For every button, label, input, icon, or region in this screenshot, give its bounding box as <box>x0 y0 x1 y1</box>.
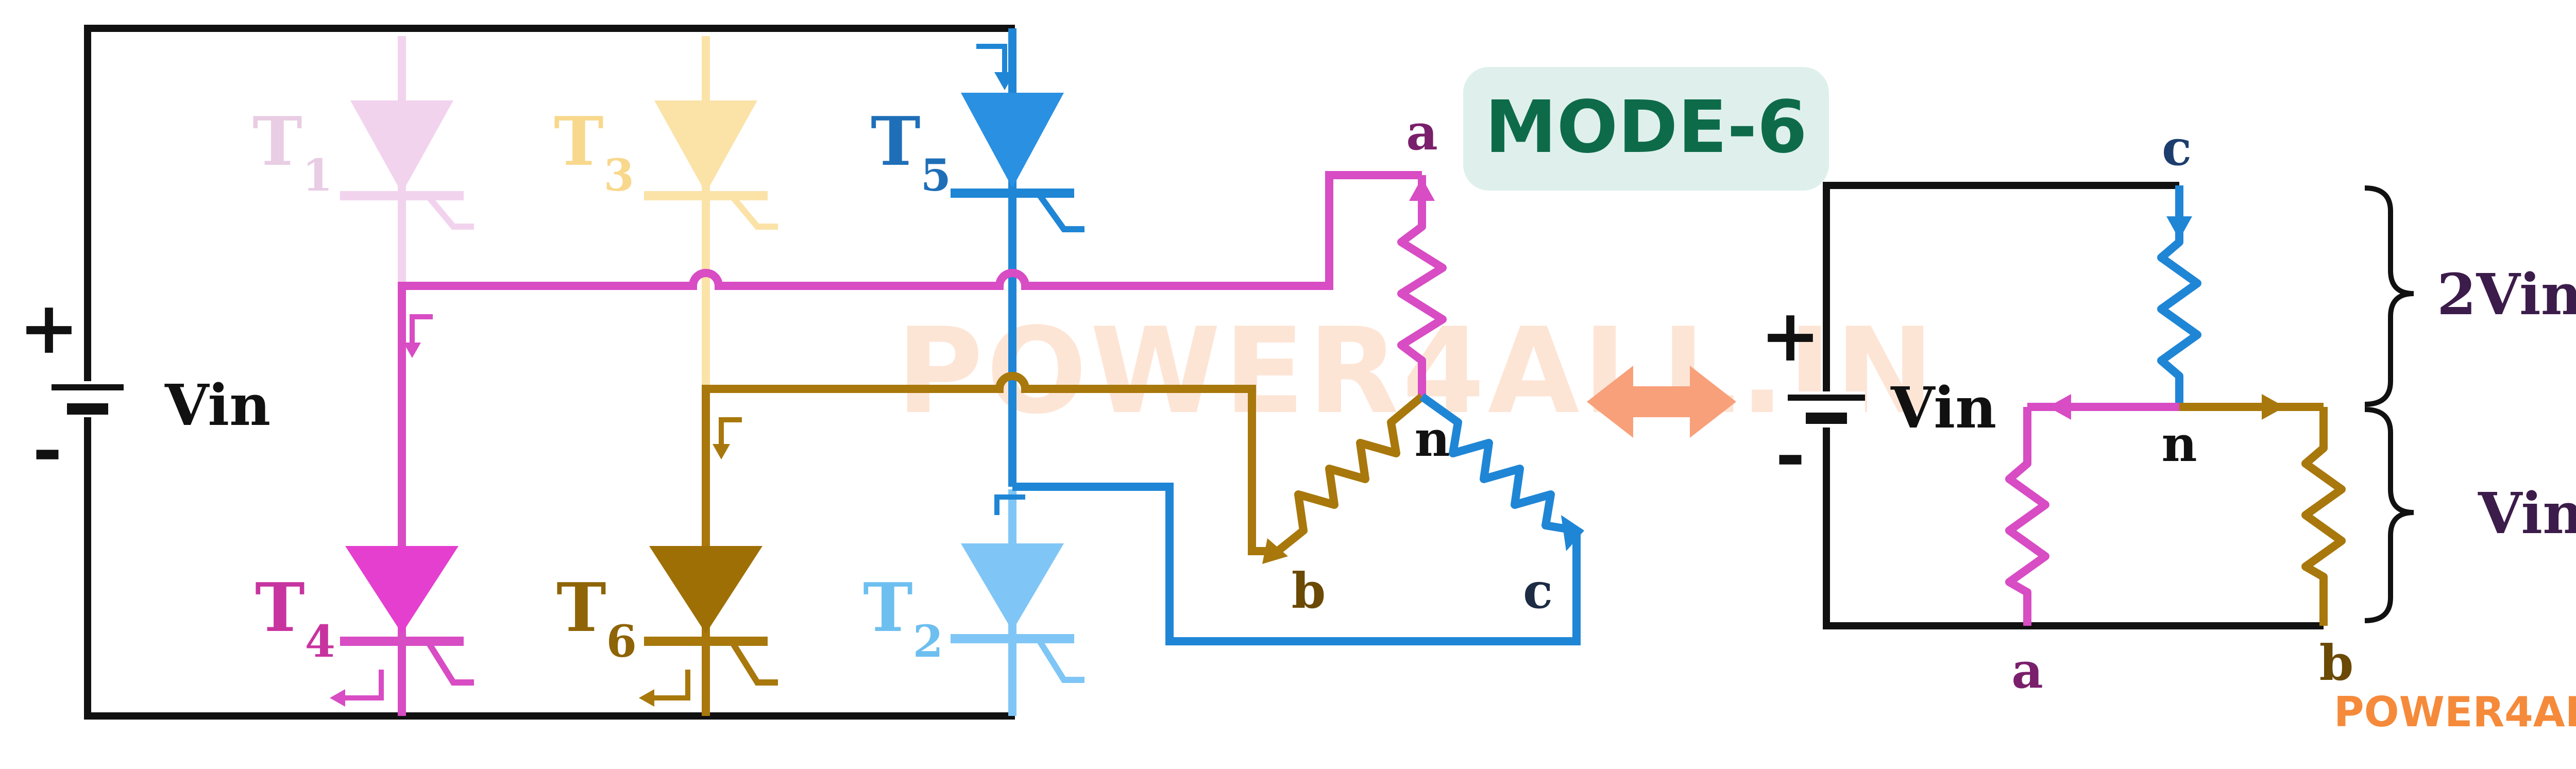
equivalent-circuit: + - Vin c n a b 2Vin/3 Vin/3 <box>1760 119 2576 699</box>
phase-a-wire <box>398 171 1422 290</box>
load-resistor-c <box>1419 393 1578 535</box>
thyristor-t5 <box>951 28 1084 487</box>
mode-label: MODE-6 <box>1485 86 1807 169</box>
equivalent-resistor-c <box>2157 185 2201 407</box>
battery-source <box>52 381 129 417</box>
thyristor-t4 <box>330 286 474 716</box>
phase-b-wire <box>702 372 1278 555</box>
battery-minus: - <box>32 407 62 491</box>
equivalent-node-b: b <box>2319 635 2353 692</box>
phase-c-wire <box>1012 483 1581 645</box>
node-label-b: b <box>1292 562 1326 620</box>
left-circuit: + - Vin <box>19 25 1584 720</box>
lower-voltage-label: Vin/3 <box>2478 480 2576 546</box>
dc-bus-wire <box>84 25 1015 720</box>
equivalent-resistor-b <box>2301 407 2346 626</box>
watermark-text: POWER4ALL.IN <box>896 303 1938 440</box>
equivalent-battery-minus: - <box>1775 412 1805 497</box>
thyristor-t2 <box>951 489 1084 716</box>
star-connected-load <box>1262 175 1584 564</box>
label-t1: T1 <box>252 102 333 201</box>
label-t5: T5 <box>871 102 951 201</box>
thyristor-t6 <box>639 389 778 716</box>
mode-badge: MODE-6 <box>1463 67 1829 191</box>
equivalent-node-n: n <box>2161 416 2197 473</box>
equivalent-battery <box>1788 391 1865 428</box>
equivalence-arrow <box>1587 366 1736 438</box>
load-resistor-b <box>1275 393 1425 555</box>
battery-plus: + <box>19 286 79 370</box>
source-label-vin: Vin <box>164 372 270 438</box>
node-label-a: a <box>1406 104 1438 161</box>
label-t2: T2 <box>863 568 943 668</box>
upper-voltage-label: 2Vin/3 <box>2437 261 2576 328</box>
label-t3: T3 <box>554 102 634 201</box>
lower-voltage-brace <box>2364 407 2414 623</box>
equivalent-node-a: a <box>2011 642 2043 699</box>
brand-logo-text: POWER4ALL.IN <box>2334 688 2576 736</box>
node-label-n: n <box>1414 411 1450 468</box>
node-label-c: c <box>1523 562 1553 620</box>
label-t4: T4 <box>255 568 335 668</box>
equivalent-source-label: Vin <box>1890 374 1996 441</box>
load-resistor-a <box>1397 175 1447 397</box>
upper-voltage-brace <box>2364 185 2414 407</box>
label-t6: T6 <box>556 568 637 668</box>
equivalent-resistor-a <box>2005 407 2049 626</box>
equivalent-battery-plus: + <box>1760 294 1820 378</box>
equivalent-node-c: c <box>2162 119 2192 177</box>
